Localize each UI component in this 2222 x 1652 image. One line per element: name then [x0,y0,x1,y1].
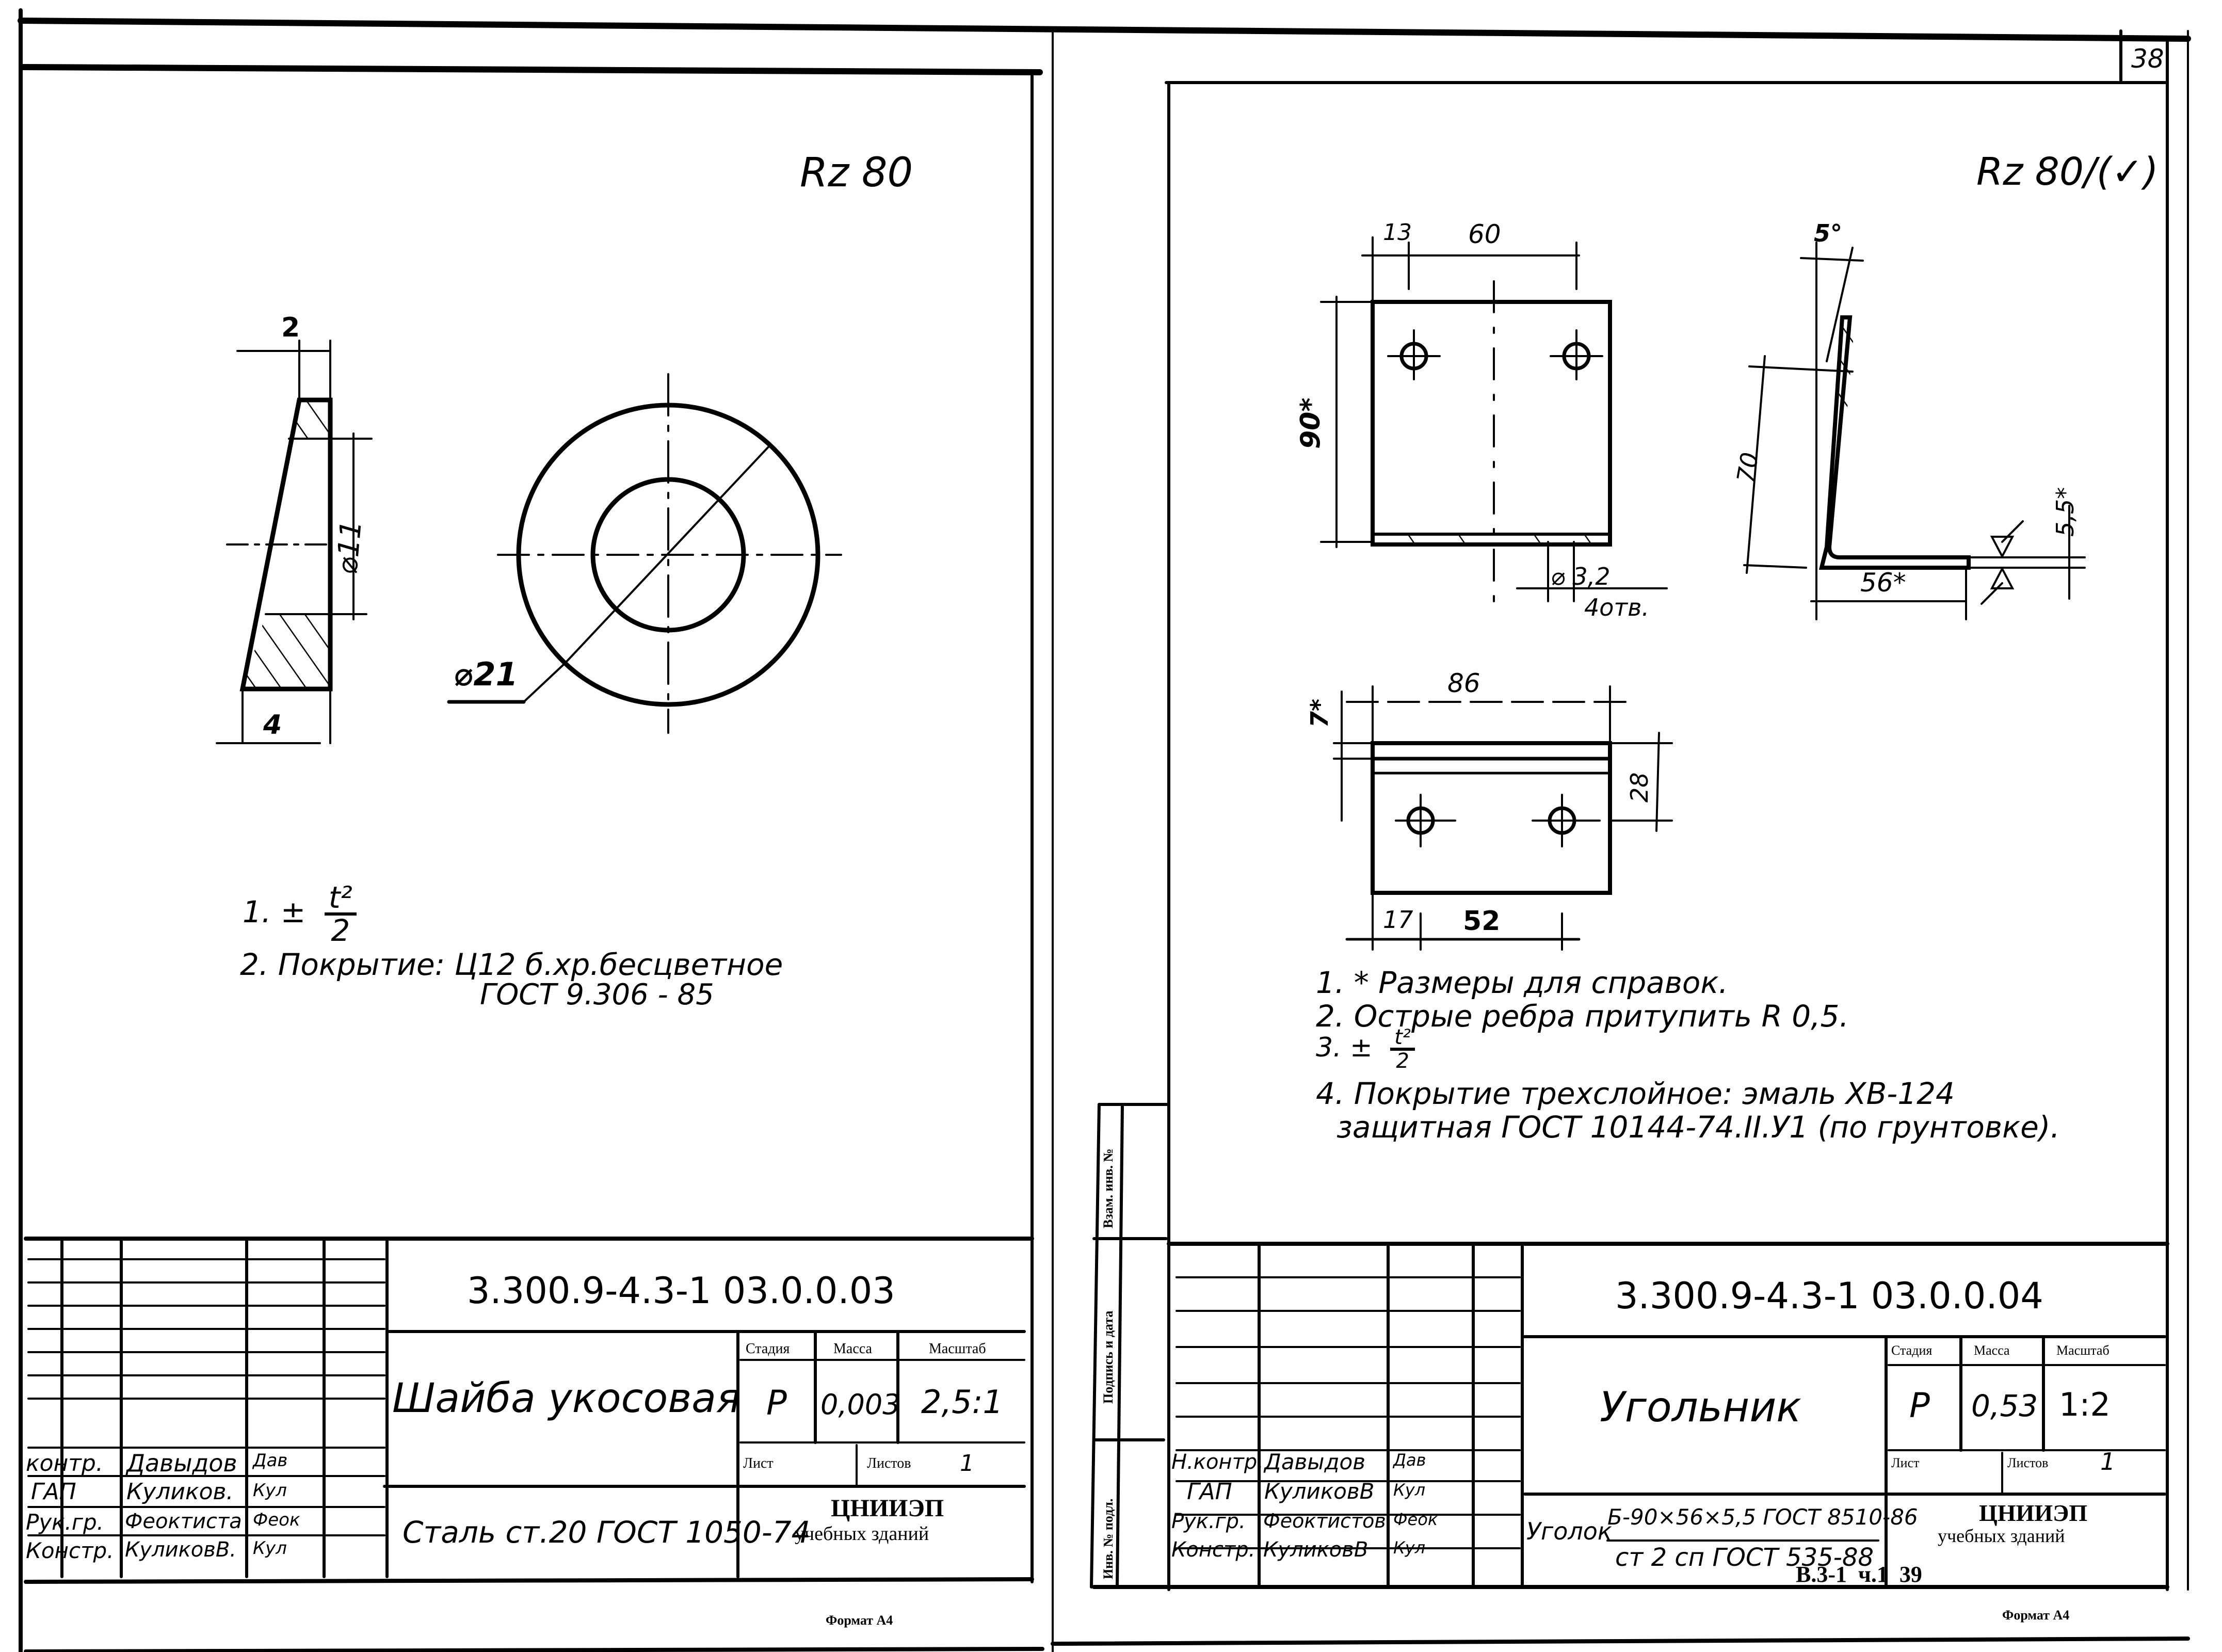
note-2-line1: 2. Покрытие: Ц12 б.хр.бесцветное [240,947,783,982]
org-subtitle: учебных зданий [1938,1526,2065,1546]
name-2: Феоктистов [1263,1510,1386,1532]
dim-inner-diameter: ⌀11 [330,519,368,576]
note-4-line1: 4. Покрытие трехслойное: эмаль ХВ-124 [1316,1076,1955,1111]
note-1: 1. ± t² 2 [243,883,357,945]
format-label: Формат А4 [2002,1608,2070,1623]
name-2: Феоктиста [125,1510,242,1533]
part-name: Шайба укосовая [392,1375,740,1422]
part-name: Угольник [1600,1383,1801,1431]
material-profile: Б-90×56×5,5 ГОСТ 8510-86 [1607,1504,1918,1530]
hdr-scale: Масштаб [2056,1343,2110,1358]
role-2: Рук.гр. [26,1510,104,1535]
dim-70: 70 [1731,450,1764,485]
dim-outer-diameter: ⌀21 [454,655,518,693]
hdr-mass: Масса [1974,1343,2010,1358]
role-1: ГАП [1187,1479,1232,1505]
sheets-value: 1 [2100,1448,2116,1475]
dim-angle: 5° [1814,219,1843,247]
org-name: ЦНИИЭП [831,1495,944,1522]
note-2: 2. Острые ребра притупить R 0,5. [1316,999,1849,1034]
roughness-mark: Rz 80/(✓) [1976,150,2159,194]
note-3-fraction: t² 2 [1390,1027,1415,1071]
page-number: 38 [2131,44,2164,74]
signature-1: Кул [253,1480,287,1501]
name-0: Давыдов [126,1449,237,1477]
note-1-numerator: t² [324,883,357,916]
hole-count: 4отв. [1584,594,1649,621]
dim-56: 56* [1860,568,1906,598]
sheet-label: Лист [1891,1455,1920,1470]
role-0: Н.контр. [1171,1450,1264,1474]
note-3-denominator: 2 [1396,1049,1409,1073]
note-3-numerator: t² [1390,1027,1415,1051]
note-2-line2: ГОСТ 9.306 - 85 [480,978,714,1012]
stage-value: Р [766,1383,787,1423]
dim-13: 13 [1383,219,1412,246]
note-1-prefix: 1. ± [243,894,306,930]
material-prefix: Уголок [1526,1517,1612,1545]
note-3-prefix: 3. ± [1316,1032,1373,1063]
footer-code: В.3-1 ч.1 39 [1796,1562,1922,1587]
org-subtitle: учебных зданий [795,1523,929,1545]
stamp-replaced-inv: Взам. инв. № [1101,1148,1116,1228]
signature-0: Дав [253,1450,288,1471]
stamp-original-inv: Инв. № подл. [1101,1498,1116,1579]
stamp-signature-date: Подпись и дата [1101,1310,1116,1404]
role-2: Рук.гр. [1171,1510,1246,1533]
signature-0: Дав [1393,1450,1426,1470]
role-0: контр. [26,1450,103,1477]
mass-value: 0,003 [820,1388,900,1421]
dim-52: 52 [1463,906,1501,937]
name-0: Давыдов [1264,1449,1365,1474]
hole-diameter: ⌀ 3,2 [1551,563,1611,590]
signature-2: Феок [1393,1510,1438,1529]
hdr-stage: Стадия [1891,1343,1933,1358]
dim-17: 17 [1383,906,1413,934]
role-3: Констр. [1171,1538,1255,1562]
name-3: КуликовВ [1263,1538,1368,1562]
dim-top-thickness: 2 [281,312,300,343]
signature-3: Кул [1393,1538,1426,1558]
note-4-line2: защитная ГОСТ 10144-74.II.У1 (по грунтов… [1337,1110,2060,1145]
note-1-fraction: t² 2 [324,883,357,948]
material: Сталь ст.20 ГОСТ 1050-74 [402,1515,811,1550]
note-3: 3. ± t² 2 [1316,1027,1415,1071]
sheet-label: Лист [743,1455,774,1471]
dim-86: 86 [1447,668,1480,698]
hdr-mass: Масса [833,1341,872,1357]
signature-3: Кул [253,1538,287,1559]
signature-2: Феок [253,1510,300,1530]
scale-value: 1:2 [2059,1386,2111,1423]
name-3: КуликовВ. [125,1538,236,1562]
dim-7: 7* [1306,698,1333,728]
dim-5-5: 5,5* [2051,487,2079,537]
note-1: 1. * Размеры для справок. [1316,965,1728,1000]
dim-60: 60 [1468,219,1501,249]
dim-90: 90* [1295,397,1326,449]
hdr-stage: Стадия [746,1341,790,1357]
material-grade: ст 2 сп ГОСТ 535-88 [1615,1543,1874,1572]
designation: 3.300.9-4.3-1 03.0.0.03 [467,1270,895,1312]
dim-bottom-thickness: 4 [263,710,282,741]
dim-28: 28 [1625,772,1653,803]
scale-value: 2,5:1 [921,1383,1003,1421]
signature-1: Кул [1393,1480,1426,1500]
sheets-label: Листов [2007,1455,2049,1470]
role-1: ГАП [31,1479,76,1505]
format-label: Формат А4 [826,1613,893,1628]
role-3: Констр. [26,1538,114,1563]
stage-value: Р [1909,1386,1930,1425]
org-name: ЦНИИЭП [1979,1500,2088,1526]
name-1: Куликов. [126,1479,234,1505]
designation: 3.300.9-4.3-1 03.0.0.04 [1615,1275,2043,1317]
hdr-scale: Масштаб [929,1341,986,1357]
name-1: КуликовВ [1264,1479,1375,1504]
roughness-mark: Rz 80 [800,150,913,196]
mass-value: 0,53 [1971,1388,2038,1423]
note-1-denominator: 2 [331,913,350,948]
sheets-label: Листов [867,1455,911,1471]
sheets-value: 1 [960,1450,974,1477]
